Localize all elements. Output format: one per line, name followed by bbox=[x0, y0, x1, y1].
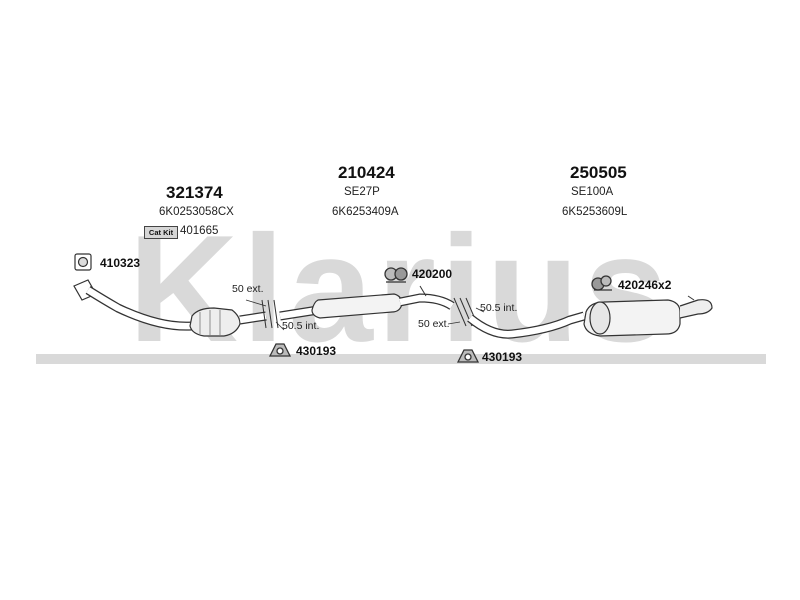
clamp-icon bbox=[384, 267, 408, 283]
klarius-watermark: Klarius bbox=[36, 204, 766, 374]
section-2-code: 6K6253409A bbox=[332, 206, 399, 218]
clamp-ref: 420200 bbox=[412, 267, 453, 281]
mounting-rubber-icon-left bbox=[268, 343, 292, 357]
cat-kit-badge: Cat Kit bbox=[144, 226, 178, 239]
section-3-code: 6K5253609L bbox=[562, 206, 628, 218]
hanger-icon bbox=[591, 275, 612, 291]
section-3-model: SE100A bbox=[571, 186, 614, 198]
front-pipe-with-catalyst bbox=[73, 279, 267, 337]
section-2-model: SE27P bbox=[344, 186, 380, 198]
section-2-part-number: 210424 bbox=[338, 163, 395, 182]
watermark-underline bbox=[36, 354, 766, 364]
section-1-part-number: 321374 bbox=[166, 183, 223, 202]
gasket-icon bbox=[74, 253, 92, 271]
mounting-rubber-icon-right bbox=[456, 349, 480, 363]
left-joint-int: 50.5 int. bbox=[282, 320, 320, 332]
cat-kit-number: 401665 bbox=[180, 225, 219, 237]
catalytic-converter bbox=[189, 307, 241, 337]
section-1-code: 6K0253058CX bbox=[159, 206, 234, 218]
rear-silencer-assembly bbox=[467, 295, 713, 339]
section-3-part-number: 250505 bbox=[570, 163, 627, 182]
mounting-left-ref: 430193 bbox=[296, 344, 337, 358]
right-joint-ext: 50 ext. bbox=[418, 318, 450, 330]
gasket-ref: 410323 bbox=[100, 256, 141, 270]
left-joint-ext: 50 ext. bbox=[232, 283, 264, 295]
watermark-text: Klarius bbox=[128, 204, 671, 374]
hanger-ref: 420246x2 bbox=[618, 278, 672, 292]
centre-silencer-assembly bbox=[279, 285, 455, 321]
right-joint-int: 50.5 int. bbox=[480, 302, 518, 314]
left-joint bbox=[245, 299, 285, 331]
mounting-right-ref: 430193 bbox=[482, 350, 523, 364]
